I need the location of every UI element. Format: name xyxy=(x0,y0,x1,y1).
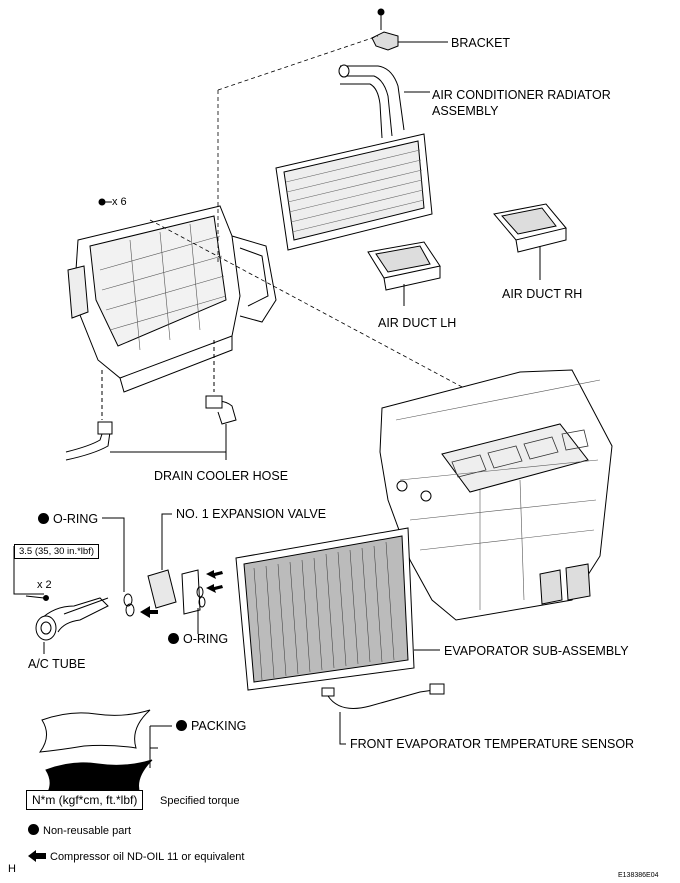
ac-tube-label: A/C TUBE xyxy=(28,657,86,671)
screw-qty-2-label: x 2 xyxy=(37,579,52,591)
packing-part xyxy=(38,709,172,801)
air-duct-rh-label: AIR DUCT RH xyxy=(502,287,583,301)
legend-torque-text: Specified torque xyxy=(160,795,240,807)
legend-oil: Compressor oil ND-OIL 11 or equivalent xyxy=(28,850,244,864)
screw-qty-6-label: x 6 xyxy=(112,196,127,208)
o-ring-top-text: O-RING xyxy=(53,512,99,526)
ac-tube-part xyxy=(35,597,109,654)
torque-leader xyxy=(13,546,49,601)
packing-text: PACKING xyxy=(191,719,247,733)
non-reusable-dot-icon xyxy=(176,720,187,731)
air-duct-rh-part xyxy=(493,203,567,280)
drain-cooler-hose-part xyxy=(65,395,237,461)
radiator-label-line2: ASSEMBLY xyxy=(432,104,499,118)
expansion-valve-label: NO. 1 EXPANSION VALVE xyxy=(176,507,327,521)
torque-value-box: 3.5 (35, 30 in.*lbf) xyxy=(14,544,99,559)
lower-case-part xyxy=(379,369,613,621)
temp-sensor-label: FRONT EVAPORATOR TEMPERATURE SENSOR xyxy=(350,737,635,751)
radiator-assembly-part xyxy=(275,64,433,251)
legend-non-reusable: Non-reusable part xyxy=(28,824,131,838)
temp-sensor-part xyxy=(321,683,445,745)
legend-oil-text: Compressor oil ND-OIL 11 or equivalent xyxy=(50,851,245,863)
oil-arrow-icon xyxy=(28,850,46,862)
evaporator-label: EVAPORATOR SUB-ASSEMBLY xyxy=(444,644,629,658)
o-ring-bottom-text: O-RING xyxy=(183,632,229,646)
oil-arrows xyxy=(140,570,223,618)
o-ring-bottom-label: O-RING xyxy=(168,632,228,646)
o-ring-top-part xyxy=(102,517,135,617)
o-ring-top-label: O-RING xyxy=(38,512,98,526)
legend-non-reusable-text: Non-reusable part xyxy=(43,825,132,837)
corner-left-code: H xyxy=(8,863,16,875)
legend-torque-box: N*m (kgf*cm, ft.*lbf) xyxy=(26,790,144,810)
non-reusable-dot-icon xyxy=(38,513,49,524)
radiator-label-line1: AIR CONDITIONER RADIATOR xyxy=(432,88,611,102)
bracket-label: BRACKET xyxy=(451,36,511,50)
air-duct-lh-part xyxy=(367,241,441,306)
upper-case-part xyxy=(67,198,277,420)
expansion-valve-part xyxy=(147,513,206,634)
bracket-part xyxy=(371,8,448,51)
non-reusable-dot-icon xyxy=(28,824,39,835)
evaporator-part xyxy=(235,527,440,691)
air-duct-lh-label: AIR DUCT LH xyxy=(378,316,457,330)
non-reusable-dot-icon xyxy=(168,633,179,644)
drain-cooler-hose-label: DRAIN COOLER HOSE xyxy=(154,469,289,483)
figure-id: E138386E04 xyxy=(618,872,659,879)
alignment-lines xyxy=(149,35,465,389)
packing-label: PACKING xyxy=(176,719,246,733)
